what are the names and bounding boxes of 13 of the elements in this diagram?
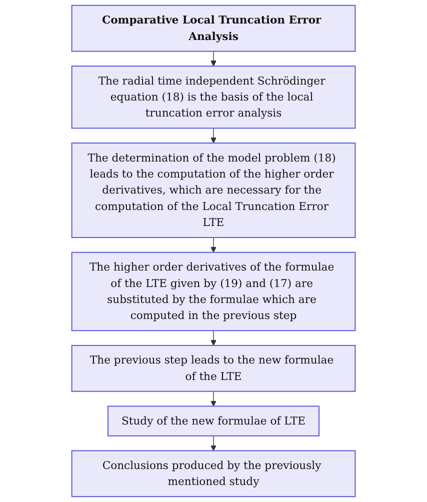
node-box: Comparative Local Truncation Error Analysis [71,4,356,52]
arrow [210,237,216,253]
node-box: Conclusions produced by the previously mentioned study [71,450,356,498]
node-box: The previous step leads to the new formulae of the LTE [71,344,356,392]
node-box: Study of the new formulae of LTE [107,406,320,436]
arrow [210,391,216,406]
arrow [210,128,216,144]
node-box: The radial time independent Schrödinger equation (18) is the basis of the local truncation error analysis [71,66,356,129]
arrow [210,436,216,451]
node-box: The determination of the model problem (18) leads to the computation of the higher order derivatives, which are necessary for the computation of the Local Truncation Error LTE [71,142,356,238]
arrow [210,330,216,346]
node-box: The higher order derivatives of the formulae of the LTE given by (19) and (17) are substituted by the formulae which are computed in the previous step [71,252,356,332]
arrow [210,50,216,66]
